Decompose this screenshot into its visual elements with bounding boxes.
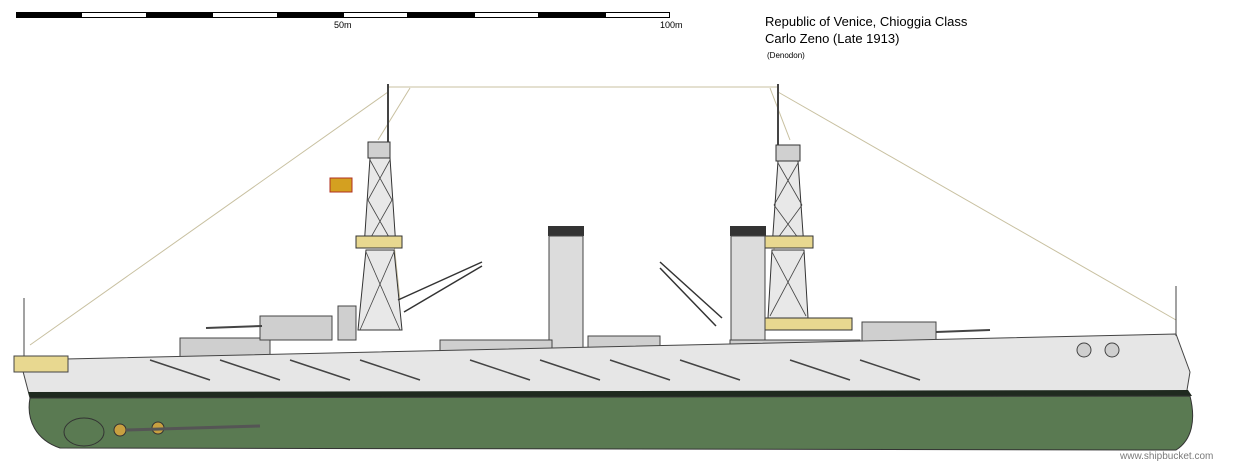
scale-segment [278, 12, 343, 18]
scale-segment [408, 12, 474, 18]
boat-cranes [397, 261, 723, 327]
scale-segment [605, 12, 670, 18]
drawing-subtitle: Carlo Zeno (Late 1913) [765, 31, 900, 46]
drawing-title: Republic of Venice, Chioggia Class [765, 14, 968, 29]
rigging [29, 86, 1177, 346]
shipbucket-watermark: www.shipbucket.com [1120, 451, 1214, 462]
casemate-guns [149, 359, 921, 381]
scale-segment [147, 12, 212, 18]
drawing-author: (Denodon) [767, 51, 805, 60]
propellers-and-rudder [63, 417, 261, 447]
scale-segment [539, 12, 605, 18]
scale-segment [81, 12, 147, 18]
hawse-pipes [1076, 342, 1120, 358]
scale-segment [343, 12, 408, 18]
scale-segment [474, 12, 539, 18]
fore-mast [355, 84, 403, 331]
scale-segment [16, 12, 81, 18]
gun-barrels [205, 325, 991, 333]
scale-segment [212, 12, 278, 18]
venetian-flag [329, 177, 353, 193]
scale-label-mid: 50m [334, 20, 352, 30]
scale-bar [16, 12, 670, 18]
funnels [548, 226, 766, 361]
main-mast [761, 84, 853, 331]
hull [13, 286, 1194, 451]
scale-label-end: 100m [660, 20, 683, 30]
